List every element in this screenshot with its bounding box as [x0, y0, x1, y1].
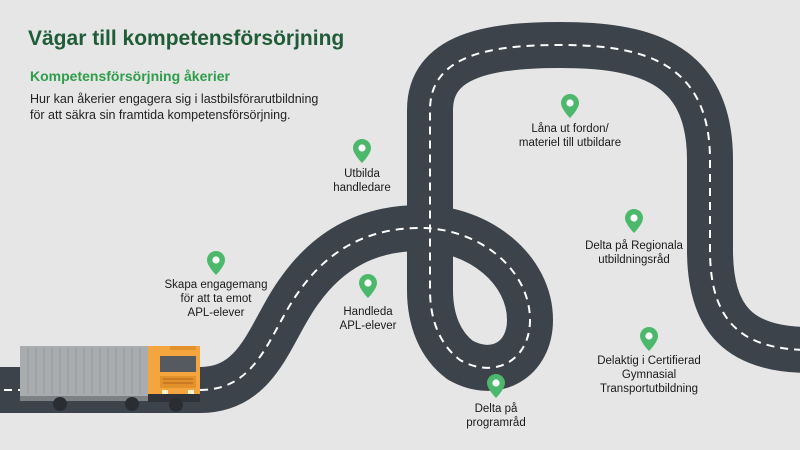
step-label-line: Delaktig i Certifierad — [597, 355, 701, 367]
step-handleda-apl-elever: Handleda APL-elever — [318, 305, 418, 333]
step-label-line: Delta på — [474, 403, 518, 415]
map-pin-icon — [487, 374, 505, 398]
page-title: Vägar till kompetensförsörjning — [28, 27, 345, 50]
step-lana-ut-fordon: Låna ut fordon/ materiel till utbildare — [500, 122, 640, 150]
step-regionala-utbildningsrad: Delta på Regionala utbildningsråd — [572, 239, 696, 267]
step-label-line: handledare — [333, 182, 391, 194]
truck-light-right — [188, 390, 194, 394]
step-label-line: Skapa engagemang — [164, 279, 268, 291]
intro-text: Hur kan åkerier engagera sig i lastbilsf… — [30, 91, 330, 123]
map-pin-icon — [207, 251, 225, 275]
page-subtitle: Kompetensförsörjning åkerier — [30, 68, 230, 84]
map-pin-icon — [353, 139, 371, 163]
step-label-line: materiel till utbildare — [518, 137, 622, 149]
step-label-line: APL-elever — [187, 307, 245, 319]
step-label-line: Delta på Regionala — [585, 240, 683, 252]
step-label-line: Utbilda — [344, 168, 380, 180]
step-label-line: för att ta emot — [180, 293, 252, 305]
step-utbilda-handledare: Utbilda handledare — [312, 167, 412, 195]
step-label-line: Låna ut fordon/ — [531, 123, 609, 135]
truck-light-left — [162, 390, 168, 394]
step-skapa-engagemang: Skapa engagemang för att ta emot APL-ele… — [156, 278, 276, 320]
step-label-line: Transportutbildning — [599, 383, 699, 395]
step-label-line: Gymnasial — [621, 369, 677, 381]
step-label-line: utbildningsråd — [598, 254, 670, 266]
truck-icon — [20, 346, 200, 412]
road-center-line — [0, 43, 800, 391]
intro-line: för att säkra sin framtida kompetensförs… — [30, 108, 291, 122]
map-pin-icon — [359, 274, 377, 298]
map-pin-icon — [640, 327, 658, 351]
map-pin-icon — [625, 209, 643, 233]
intro-line: Hur kan åkerier engagera sig i lastbilsf… — [30, 92, 319, 106]
step-label-line: APL-elever — [339, 320, 397, 332]
map-pin-icon — [561, 94, 579, 118]
step-delta-programrad: Delta på programråd — [446, 402, 546, 430]
step-label-line: Handleda — [343, 306, 393, 318]
step-certifierad-transportutbildning: Delaktig i Certifierad Gymnasial Transpo… — [582, 354, 716, 396]
step-label-line: programråd — [466, 417, 526, 429]
truck-windshield — [160, 356, 196, 372]
